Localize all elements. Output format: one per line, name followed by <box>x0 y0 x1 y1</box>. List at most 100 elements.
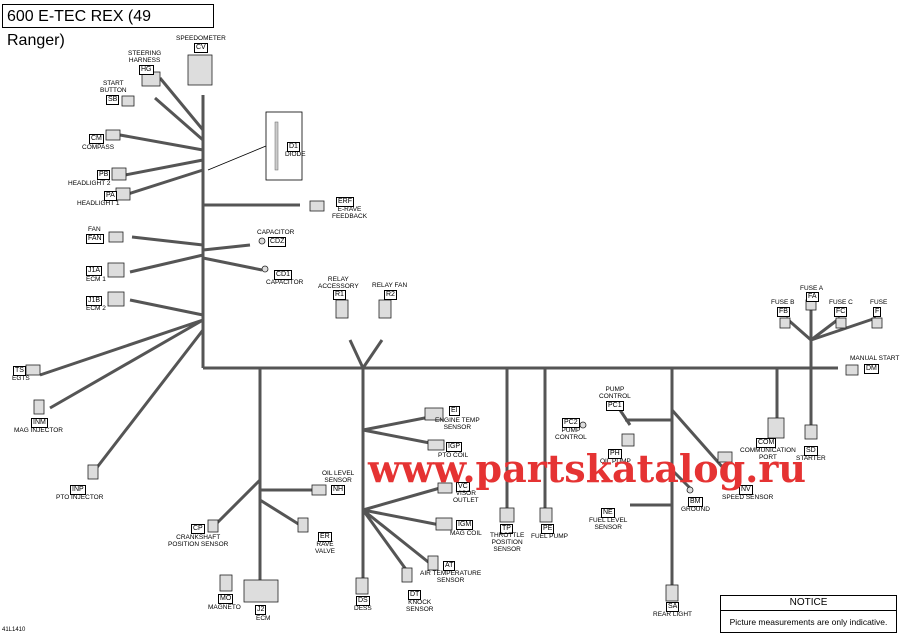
fuse-branches <box>785 305 877 368</box>
mag-coil-code: IGM <box>456 520 474 530</box>
visor-outlet-code: VC <box>456 482 470 492</box>
magneto-icon <box>219 574 233 592</box>
mag-injector-label: MAG INJECTOR <box>14 427 63 434</box>
pto-coil-icon <box>427 439 445 451</box>
fuse-icon <box>871 317 883 329</box>
headlight1-connector-icon <box>115 187 131 201</box>
steering-harness-code: HG <box>139 65 154 75</box>
rear-light-icon <box>665 584 679 602</box>
fuse-code: F <box>873 307 882 317</box>
start-button-connector-icon <box>121 95 135 107</box>
pto-injector-icon <box>87 464 99 480</box>
capacitor-branches <box>202 243 263 272</box>
dess-icon <box>355 577 369 595</box>
speed-sensor-code: NV <box>739 485 753 495</box>
engine-temp-sensor-code: EI <box>449 406 460 416</box>
ecm-2-label: ECM 2 <box>86 305 106 312</box>
pump-control-2-label: PUMP CONTROL <box>555 427 587 441</box>
ecm-j2-code: J2 <box>255 605 267 615</box>
magneto-label: MAGNETO <box>208 604 241 611</box>
rear-light-label: REAR LIGHT <box>653 611 693 618</box>
mag-injector-code: INM <box>31 418 48 428</box>
air-temp-sensor-code: AT <box>443 561 456 571</box>
diode-icon <box>274 121 279 171</box>
fuse-b-code: FB <box>777 307 790 317</box>
oil-level-sensor-label: OIL LEVEL SENSOR <box>322 470 355 484</box>
fuel-level-sensor-label: FUEL LEVEL SENSOR <box>589 517 628 531</box>
fuse-b-label: FUSE B <box>771 299 795 306</box>
fuse-b-icon <box>779 317 791 329</box>
headlight-2-code: PB <box>97 170 111 180</box>
manual-start-label: MANUAL START <box>850 355 900 362</box>
dess-code: DS <box>356 596 370 606</box>
ecm-1-code: J1A <box>86 266 103 276</box>
crankshaft-sensor-code: CP <box>191 524 205 534</box>
ecm-branches <box>213 478 315 527</box>
pump-control-2-code: PC2 <box>562 418 580 428</box>
pump-branch <box>618 409 632 426</box>
erave-feedback-code: ERF <box>336 197 354 207</box>
top-left-branches <box>119 77 205 197</box>
rave-valve-code: ER <box>318 532 332 542</box>
engine-temp-sensor-label: ENGINE TEMP SENSOR <box>435 417 480 431</box>
rear-branches <box>625 409 727 507</box>
speedometer-connector-icon <box>187 54 213 86</box>
crankshaft-sensor-icon <box>207 519 219 533</box>
ecm-2-code: J1B <box>86 296 103 306</box>
visor-outlet-icon <box>437 482 453 494</box>
erave-feedback-label: E-RAVE FEEDBACK <box>332 206 368 220</box>
compass-code: CM <box>89 134 104 144</box>
speedometer-code: CV <box>194 43 208 53</box>
start-button-code: SB <box>106 95 120 105</box>
air-temp-sensor-label: AIR TEMPERATURE SENSOR <box>420 570 482 584</box>
headlight-1-code: PA <box>104 191 117 201</box>
speed-sensor-label: SPEED SENSOR <box>722 494 774 501</box>
pump-control-2-icon <box>579 421 587 429</box>
communication-port-icon <box>767 417 785 439</box>
oil-level-sensor-code: NH <box>331 485 346 495</box>
fan-label: FAN <box>88 226 101 233</box>
diode-label: DIODE <box>285 151 306 158</box>
harness-trunks <box>39 77 877 598</box>
diode-pointer <box>207 145 267 171</box>
manual-start-code: DM <box>864 364 879 374</box>
throttle-sensor-label: THROTTLE POSITION SENSOR <box>490 532 525 553</box>
ground-label: GROUND <box>681 506 710 513</box>
ecm-j2-icon <box>243 579 279 603</box>
oil-pump-icon <box>621 433 635 447</box>
compass-label: COMPASS <box>82 144 115 151</box>
pto-injector-label: PTO INJECTOR <box>56 494 104 501</box>
starter-code: SD <box>804 446 818 456</box>
egts-label: EGTS <box>12 375 30 382</box>
capacitor-cd1-label: CAPACITOR <box>266 279 304 286</box>
fan-code: FAN <box>86 234 104 244</box>
ground-icon <box>686 486 694 494</box>
pump-control-1-label: PUMP CONTROL <box>599 386 631 400</box>
fuel-pump-label: FUEL PUMP <box>531 533 568 540</box>
left-branches <box>39 235 205 471</box>
fuse-label: FUSE <box>870 299 888 306</box>
fuel-level-sensor-code: NE <box>601 508 615 518</box>
relay-accessory-icon <box>335 299 349 319</box>
starter-icon <box>804 424 818 440</box>
fuse-a-label: FUSE A <box>800 285 824 292</box>
watermark: www.partskatalog.ru <box>368 446 807 491</box>
visor-outlet-label: VISOR OUTLET <box>453 490 479 504</box>
knock-sensor-code: DT <box>408 590 422 600</box>
diode-code: D1 <box>287 142 300 152</box>
engine-temp-sensor-icon <box>424 407 444 421</box>
relay-fan-icon <box>378 299 392 319</box>
relay-fan-label: RELAY FAN <box>372 282 408 289</box>
rear-light-code: SA <box>666 602 680 612</box>
relay-branches <box>348 339 384 369</box>
capacitor-cd1-icon <box>261 265 269 273</box>
knock-sensor-icon <box>401 567 413 583</box>
ground-code: BM <box>688 497 703 507</box>
egts-code: TS <box>13 366 26 376</box>
fan-connector-icon <box>108 231 124 243</box>
dess-label: DESS <box>354 605 372 612</box>
oil-level-sensor-icon <box>311 484 327 496</box>
mag-injector-icon <box>33 399 45 415</box>
relay-fan-code: R2 <box>384 290 397 300</box>
